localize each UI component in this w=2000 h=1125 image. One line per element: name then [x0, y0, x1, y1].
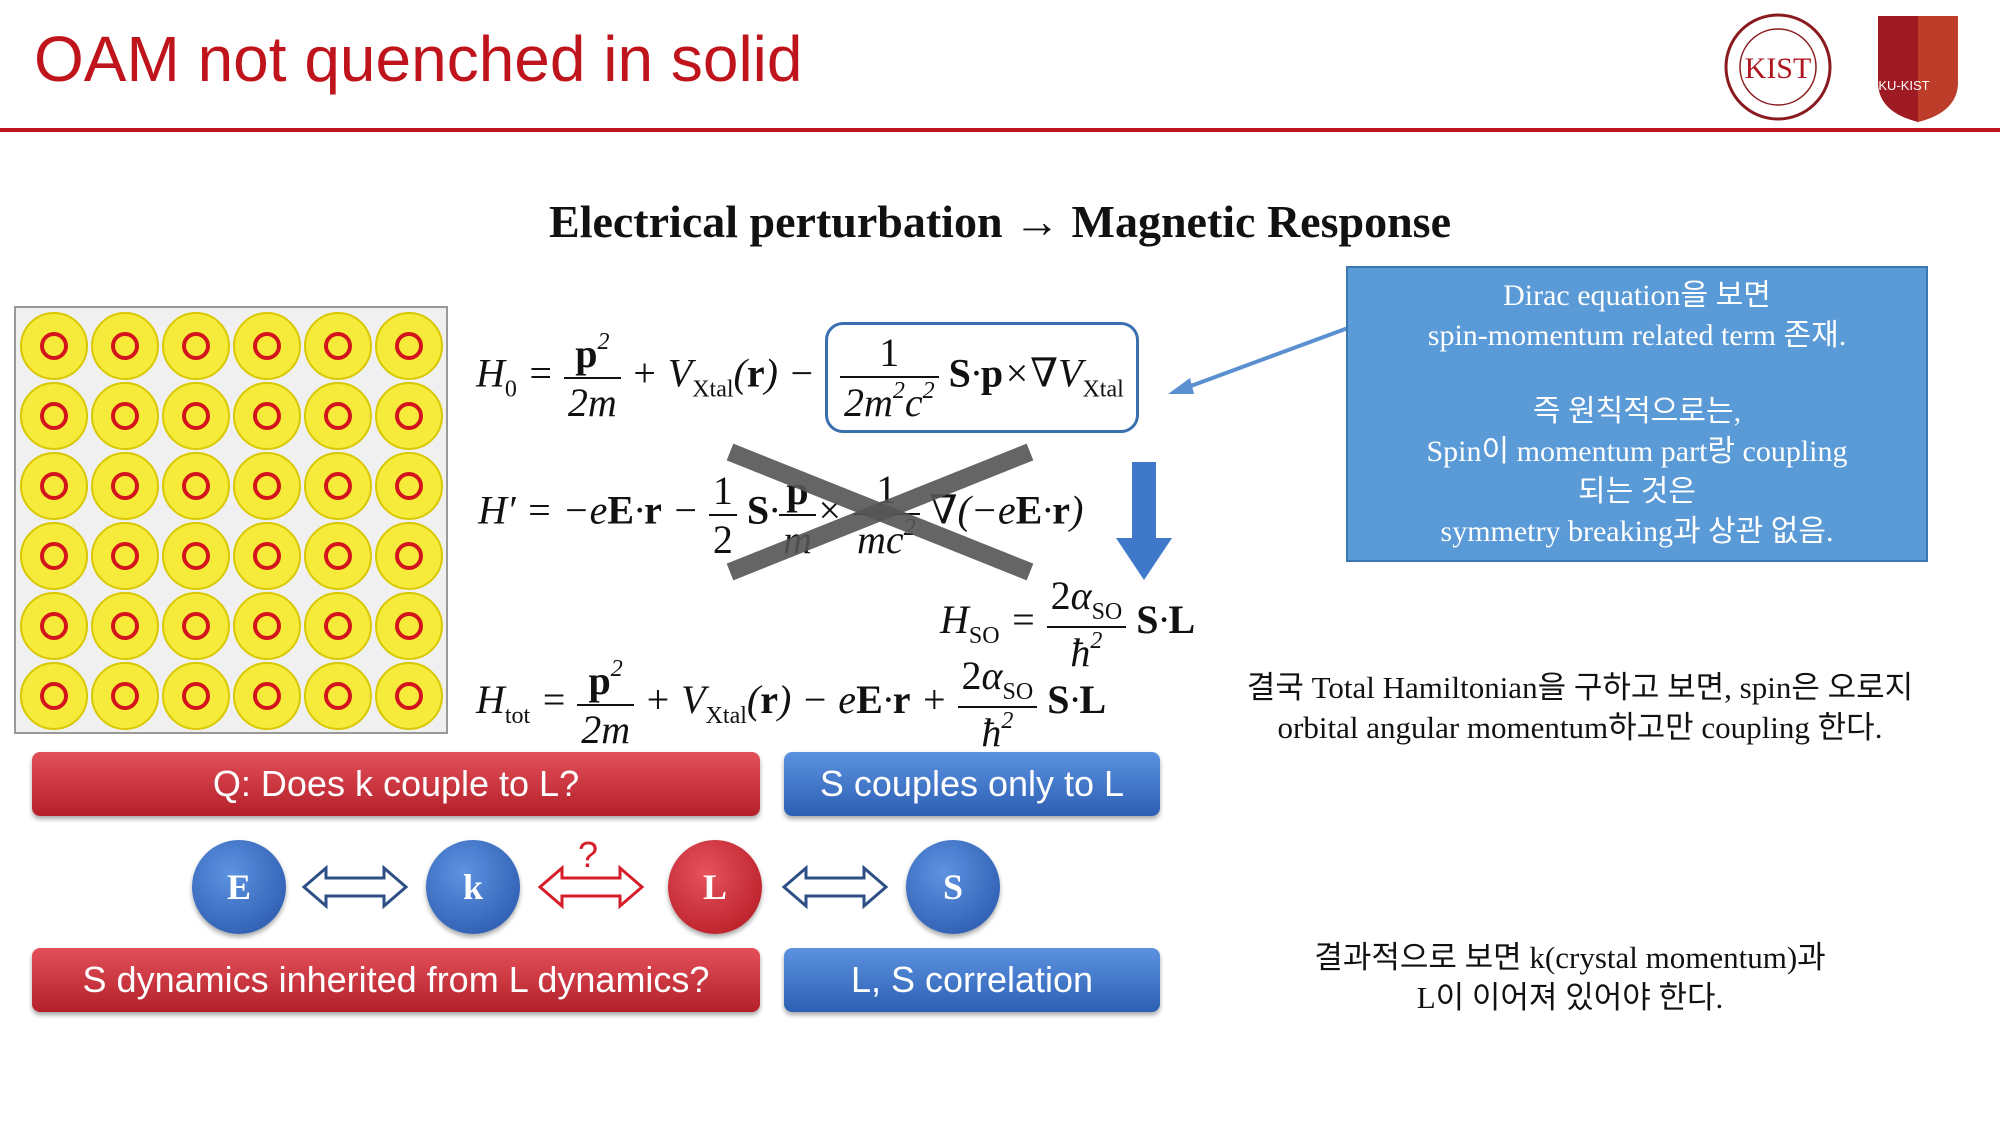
question-banner: Q: Does k couple to L? — [32, 752, 760, 816]
double-arrow-l-s — [780, 862, 890, 912]
svg-text:KU-KIST: KU-KIST — [1878, 78, 1929, 93]
question-mark: ? — [578, 834, 598, 876]
lattice-site — [20, 452, 88, 520]
lattice-site — [233, 592, 301, 660]
lattice-site — [91, 312, 159, 380]
s-node: S — [906, 840, 1000, 934]
dirac-line: Spin이 momentum part랑 coupling — [1348, 432, 1926, 472]
lattice-site — [233, 662, 301, 730]
lattice-site — [91, 662, 159, 730]
ls-correlation-banner: L, S correlation — [784, 948, 1160, 1012]
slide-subtitle: Electrical perturbation → Magnetic Respo… — [0, 195, 2000, 248]
lattice-site — [233, 382, 301, 450]
kist-logo: KIST — [1723, 12, 1833, 122]
lattice-site — [375, 382, 443, 450]
lattice-site — [162, 312, 230, 380]
lattice-site — [375, 662, 443, 730]
lattice-site — [304, 382, 372, 450]
note-line: orbital angular momentum하고만 coupling 한다. — [1180, 708, 1980, 748]
lattice-site — [91, 522, 159, 590]
dirac-line: Dirac equation을 보면 — [1348, 276, 1926, 316]
e-node: E — [192, 840, 286, 934]
dirac-line — [1348, 356, 1926, 392]
result-note: 결과적으로 보면 k(crystal momentum)과 L이 이어져 있어야… — [1170, 938, 1970, 1018]
note-line: 결과적으로 보면 k(crystal momentum)과 — [1170, 938, 1970, 978]
ku-kist-logo: KU-KIST — [1874, 12, 1962, 124]
lattice-site — [91, 592, 159, 660]
k-node: k — [426, 840, 520, 934]
lattice-site — [304, 662, 372, 730]
down-arrow — [1116, 462, 1172, 582]
lattice-site — [304, 522, 372, 590]
lattice-site — [162, 452, 230, 520]
lattice-site — [162, 522, 230, 590]
svg-text:KIST: KIST — [1745, 52, 1812, 85]
lattice-site — [162, 592, 230, 660]
s-couples-banner: S couples only to L — [784, 752, 1160, 816]
lattice-site — [233, 452, 301, 520]
lattice-site — [233, 312, 301, 380]
dirac-line: spin-momentum related term 존재. — [1348, 316, 1926, 356]
lattice-site — [304, 312, 372, 380]
l-node: L — [668, 840, 762, 934]
cross-out-mark — [720, 442, 1040, 582]
lattice-site — [20, 592, 88, 660]
s-dynamics-banner: S dynamics inherited from L dynamics? — [32, 948, 760, 1012]
lattice-site — [91, 382, 159, 450]
lattice-site — [91, 452, 159, 520]
title-rule — [0, 128, 2000, 132]
lattice-site — [304, 592, 372, 660]
note-line: L이 이어져 있어야 한다. — [1170, 978, 1970, 1018]
lattice-site — [162, 662, 230, 730]
dirac-note-box: Dirac equation을 보면 spin-momentum related… — [1346, 266, 1928, 562]
lattice-site — [375, 312, 443, 380]
pointer-arrow — [1160, 320, 1360, 400]
lattice-site — [20, 662, 88, 730]
lattice-site — [20, 522, 88, 590]
lattice-site — [375, 522, 443, 590]
lattice-site — [375, 592, 443, 660]
orbital-lattice-diagram — [14, 306, 448, 734]
dirac-line: 되는 것은 — [1348, 472, 1926, 512]
lattice-site — [304, 452, 372, 520]
dirac-line: symmetry breaking과 상관 없음. — [1348, 512, 1926, 552]
double-arrow-e-k — [300, 862, 410, 912]
lattice-site — [20, 312, 88, 380]
lattice-site — [375, 452, 443, 520]
note-line: 결국 Total Hamiltonian을 구하고 보면, spin은 오로지 — [1180, 668, 1980, 708]
slide-title: OAM not quenched in solid — [34, 22, 802, 96]
total-hamiltonian-note: 결국 Total Hamiltonian을 구하고 보면, spin은 오로지 … — [1180, 668, 1980, 748]
dirac-line: 즉 원칙적으로는, — [1348, 392, 1926, 432]
lattice-site — [162, 382, 230, 450]
lattice-site — [20, 382, 88, 450]
lattice-site — [233, 522, 301, 590]
